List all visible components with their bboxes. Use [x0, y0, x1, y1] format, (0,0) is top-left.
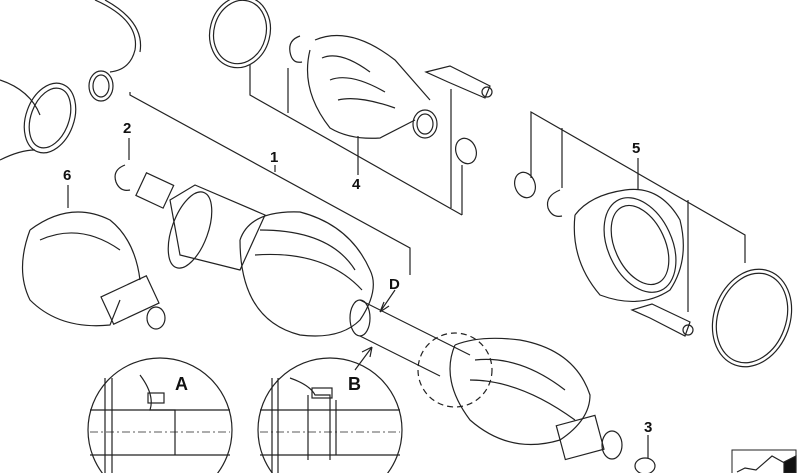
drive-shaft-1 — [135, 171, 623, 461]
detail-label-b: B — [348, 374, 361, 394]
callout-4: 4 — [352, 176, 361, 193]
callout-2: 2 — [123, 120, 132, 137]
cv-joint-6 — [21, 211, 166, 330]
leader-lines-4 — [249, 65, 463, 216]
circlip-top — [289, 35, 303, 63]
arrow-d — [379, 289, 396, 313]
callout-6: 6 — [63, 167, 72, 184]
detail-view-a — [87, 357, 233, 473]
grease-tube-top — [424, 65, 493, 99]
detail-circle-shaft — [417, 332, 493, 408]
arrow-b — [354, 346, 373, 371]
clamp-small-top — [455, 137, 477, 165]
boot-5 — [573, 188, 684, 303]
clamp-small-right — [514, 171, 536, 199]
detail-view-b — [257, 357, 403, 473]
callout-1: 1 — [270, 149, 279, 166]
detail-label-d: D — [389, 276, 400, 293]
callout-3: 3 — [644, 419, 653, 436]
callout-5: 5 — [632, 140, 641, 157]
circlip-right — [546, 189, 563, 217]
detail-label-a: A — [175, 374, 188, 394]
clamp-ring-large-right — [711, 268, 793, 368]
circlip-2 — [114, 164, 131, 191]
grease-tube-right — [630, 303, 694, 337]
housing-fragment — [0, 0, 142, 161]
leader-lines-1 — [129, 92, 411, 275]
washer-3 — [634, 457, 656, 473]
leader-lines-5 — [530, 110, 746, 312]
corner-icon-frame — [731, 449, 797, 473]
clamp-ring-large-top — [208, 0, 272, 69]
boot-4 — [306, 34, 438, 139]
